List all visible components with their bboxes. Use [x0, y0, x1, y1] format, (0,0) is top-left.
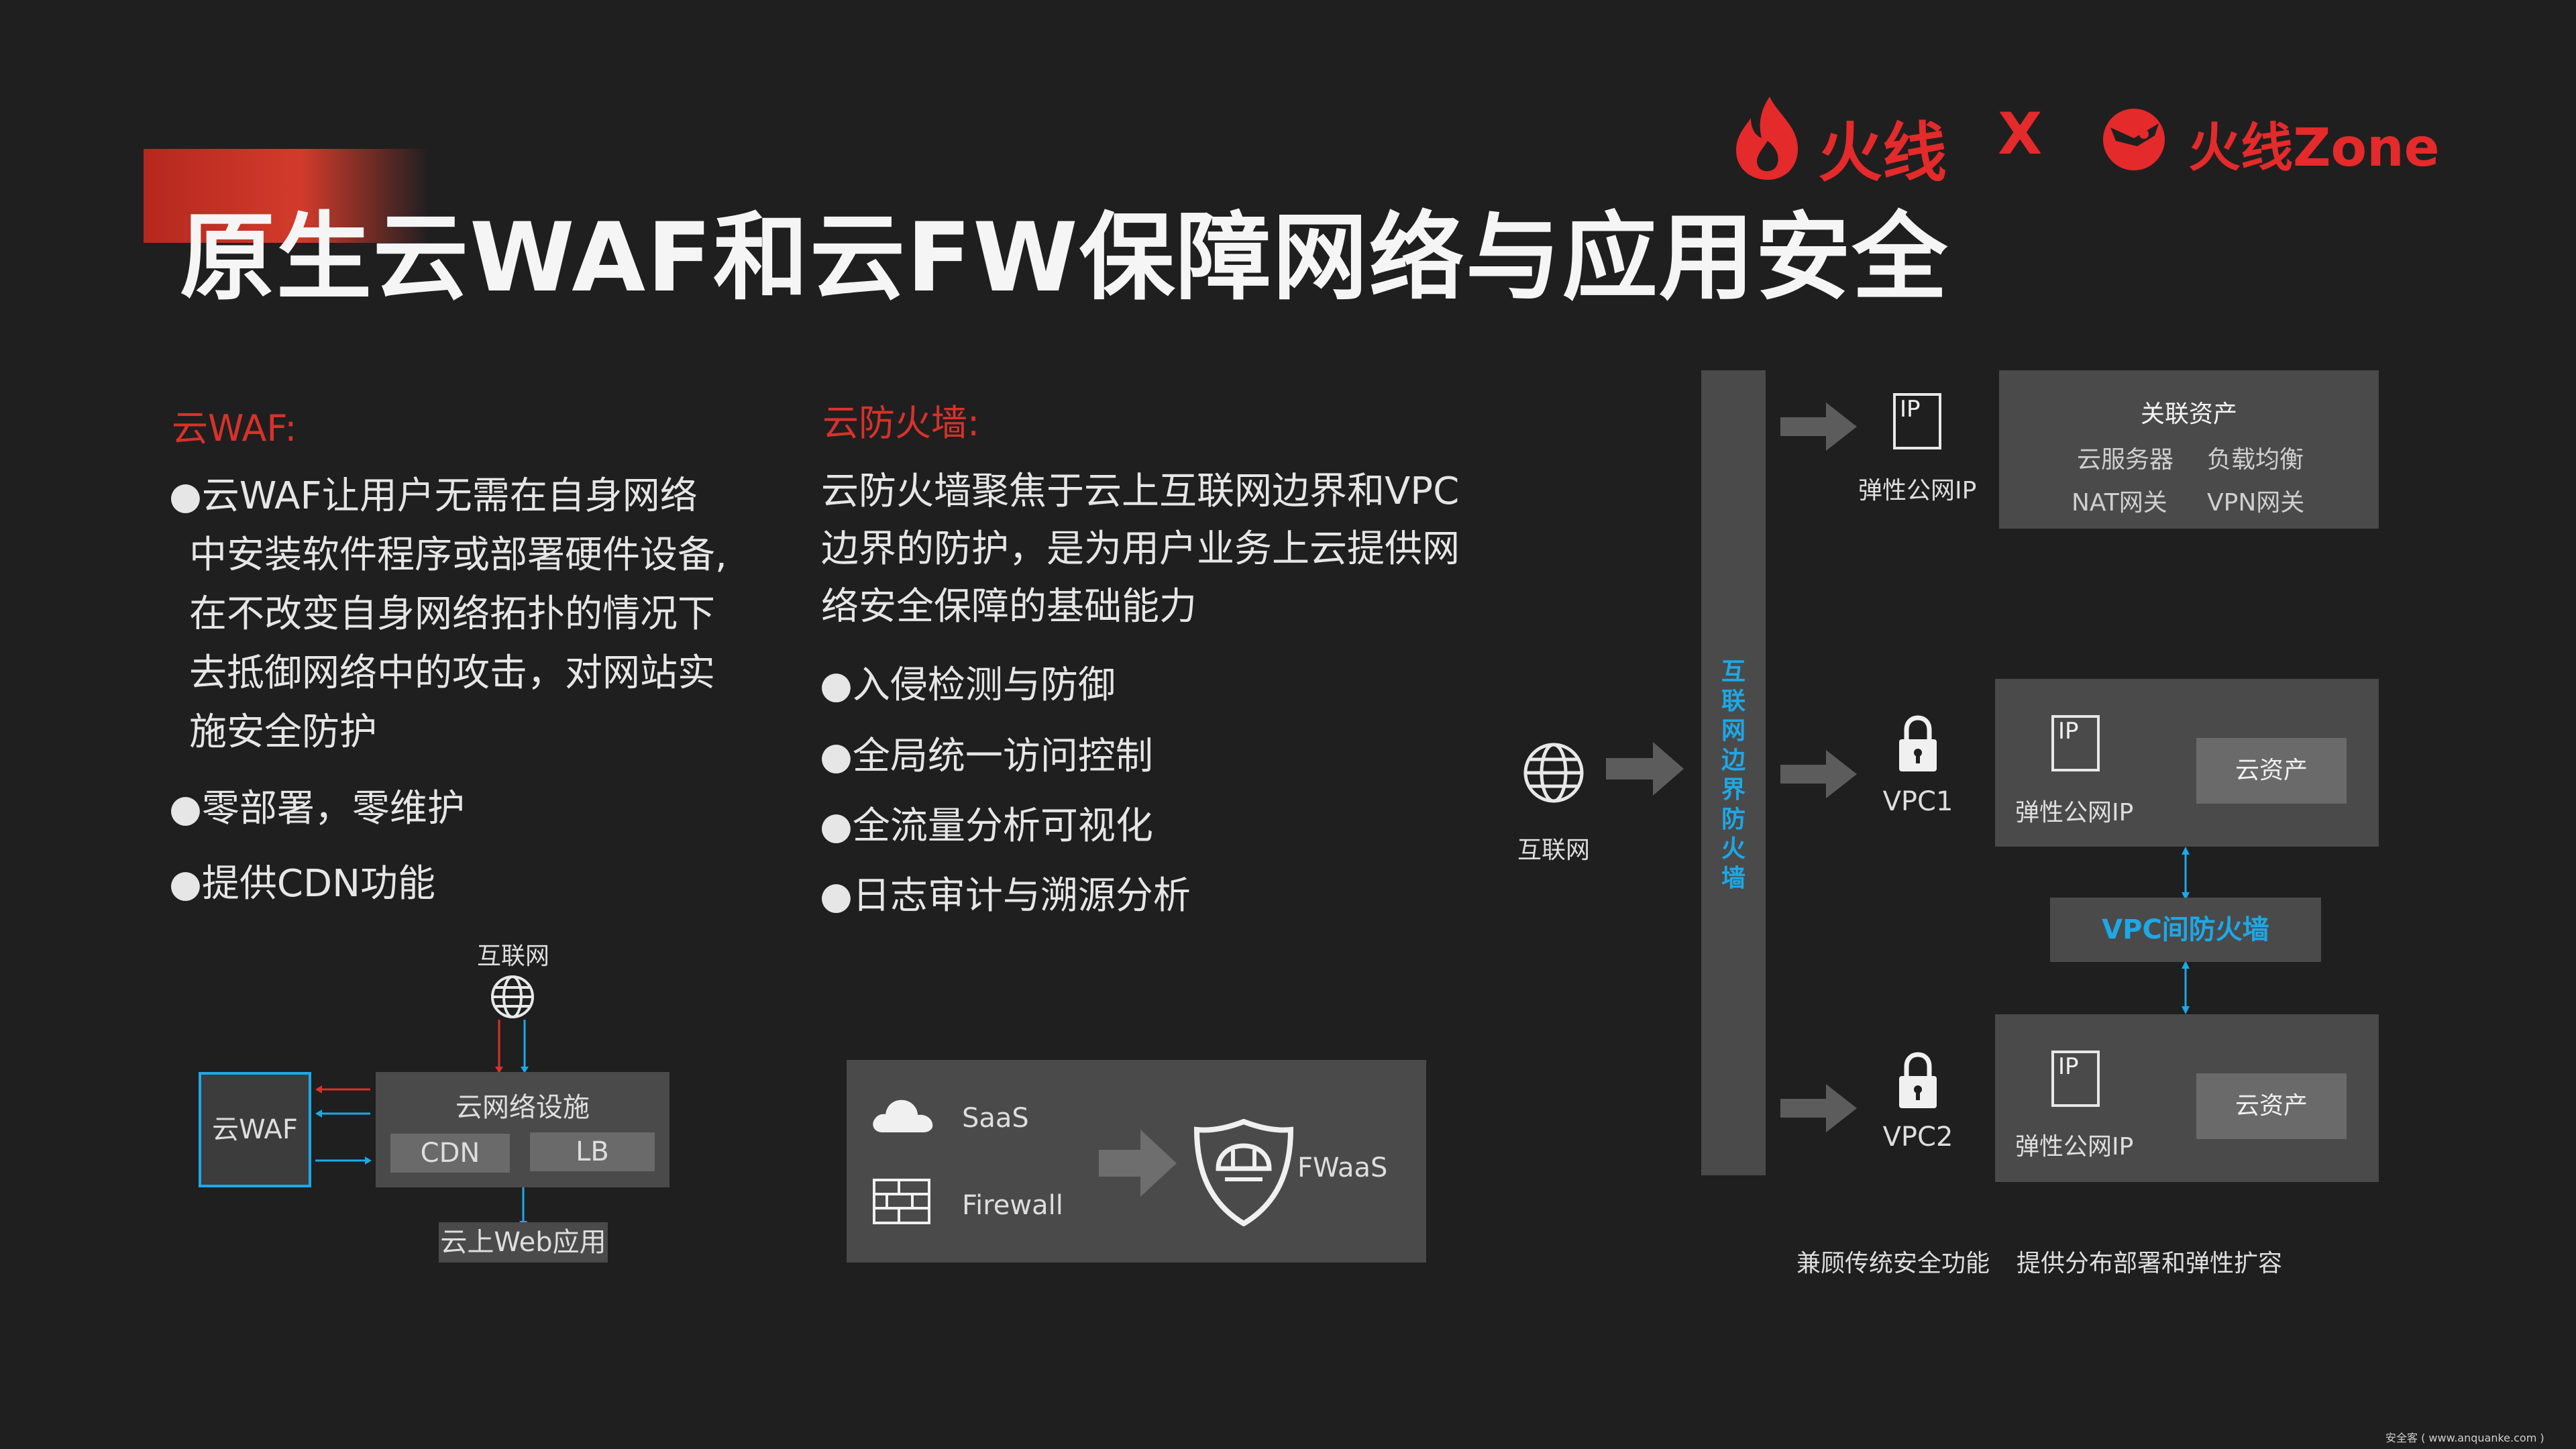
- ip-icon: IP: [2051, 715, 2100, 771]
- asset-nat: NAT网关: [2072, 489, 2167, 517]
- vpc-firewall-label: VPC间防火墙: [2102, 914, 2269, 945]
- watermark: 安全客 ( www.anquanke.com ): [2385, 1432, 2544, 1444]
- huoxianzone-logo: 火线Zone: [2097, 101, 2440, 181]
- fw-intro-line-3: 络安全保障的基础能力: [821, 585, 1197, 629]
- cdn-box: CDN: [390, 1134, 510, 1173]
- title-accent-bar: [144, 149, 429, 243]
- waf-heading: 云WAF:: [172, 407, 297, 449]
- footer-caption-1: 兼顾传统安全功能: [1796, 1250, 1990, 1277]
- waf-bullet1: ●云WAF让用户无需在自身网络 中安装软件程序或部署硬件设备, 在不改变自身网络…: [169, 467, 759, 762]
- firewall-label: Firewall: [962, 1190, 1063, 1221]
- arrow-right-icon: [1606, 742, 1684, 796]
- arrow-right-icon: [1780, 1084, 1857, 1132]
- vpc1-label: VPC1: [1882, 786, 1953, 817]
- logo-times: X: [1998, 101, 2043, 168]
- fw-intro-line-1: 云防火墙聚焦于云上互联网边界和VPC: [821, 470, 1460, 513]
- asset-cloud-server: 云服务器: [2077, 446, 2174, 474]
- fw-bullet-2: ●全局统一访问控制: [820, 735, 1153, 778]
- waf-line-5: 施安全防护: [189, 710, 377, 754]
- vpc2-label: VPC2: [1882, 1122, 1953, 1152]
- cloud-infra-box: 云网络设施 CDN LB: [376, 1072, 669, 1187]
- fw-bullet-4: ●日志审计与溯源分析: [820, 874, 1191, 918]
- waf-box: 云WAF: [199, 1072, 311, 1187]
- mascot-icon: [2103, 109, 2165, 170]
- cloud-icon: [873, 1099, 933, 1132]
- vpc2-box: IP 弹性公网IP 云资产: [1995, 1014, 2379, 1182]
- arch-globe-icon: [1523, 743, 1584, 803]
- fw-intro: 云防火墙聚焦于云上互联网边界和VPC 边界的防护，是为用户业务上云提供网 络安全…: [821, 463, 1492, 636]
- waf-bullet2: ●零部署，零维护: [169, 787, 465, 830]
- vpc1-cloud-asset: 云资产: [2196, 738, 2347, 804]
- fwaas-shield-icon: [1194, 1119, 1293, 1226]
- waf-line-2: 中安装软件程序或部署硬件设备,: [189, 533, 727, 577]
- ip-icon: IP: [1893, 393, 1941, 449]
- vpc-link-arrows: [2182, 847, 2190, 1014]
- waf-bullet3: ●提供CDN功能: [169, 862, 435, 906]
- arrow-right-icon: [1099, 1130, 1177, 1197]
- asset-vpn: VPN网关: [2207, 489, 2305, 517]
- brand1-text: 火线: [1818, 115, 1947, 191]
- vpc1-box: IP 弹性公网IP 云资产: [1995, 679, 2379, 847]
- fw-intro-line-2: 边界的防护，是为用户业务上云提供网: [821, 527, 1460, 571]
- fw-bullet-3: ●全流量分析可视化: [820, 804, 1153, 848]
- lock-icon: [1899, 1052, 1937, 1108]
- internet-border-firewall: 互 联 网 边 界 防 火 墙: [1701, 370, 1766, 1175]
- asset-lb: 负载均衡: [2207, 446, 2304, 474]
- waf-line-3: 在不改变自身网络拓扑的情况下: [189, 592, 715, 636]
- waf-diagram-internet-label: 互联网: [476, 943, 549, 970]
- lb-box: LB: [530, 1132, 655, 1171]
- eip-label-vpc1: 弹性公网IP: [2015, 799, 2134, 826]
- vpc-firewall-box: VPC间防火墙: [2050, 898, 2321, 962]
- huoxian-logo: 火线: [1731, 94, 1952, 191]
- arrow-right-icon: [1780, 750, 1857, 798]
- cloud-infra-label: 云网络设施: [455, 1092, 590, 1123]
- border-fw-label: 互 联 网 边 界 防 火 墙: [1721, 658, 1746, 892]
- assets-title: 关联资产: [2140, 400, 2237, 428]
- waf-line-4: 去抵御网络中的攻击，对网站实: [189, 651, 715, 695]
- globe-icon: [491, 975, 534, 1018]
- fw-heading: 云防火墙:: [822, 402, 980, 444]
- flame-icon: [1736, 97, 1798, 180]
- brand2-text: 火线Zone: [2188, 118, 2440, 178]
- page-title: 原生云WAF和云FW保障网络与应用安全: [180, 203, 1949, 313]
- saas-label: SaaS: [962, 1103, 1029, 1134]
- waf-box-label: 云WAF: [212, 1114, 298, 1145]
- eip-label-top: 弹性公网IP: [1858, 477, 1977, 504]
- web-app-box: 云上Web应用: [439, 1222, 608, 1263]
- eip-label-vpc2: 弹性公网IP: [2015, 1133, 2134, 1161]
- firewall-icon: [873, 1179, 930, 1224]
- arch-internet-label: 互联网: [1517, 837, 1590, 864]
- fw-bullet-1: ●入侵检测与防御: [820, 663, 1116, 707]
- fwaas-label: FWaaS: [1297, 1152, 1388, 1183]
- fwaas-box: SaaS Firewall FWaaS: [847, 1060, 1426, 1263]
- lock-icon: [1899, 715, 1937, 771]
- vpc2-cloud-asset: 云资产: [2196, 1073, 2347, 1139]
- footer-caption-2: 提供分布部署和弹性扩容: [2017, 1250, 2283, 1277]
- waf-line-1: ●云WAF让用户无需在自身网络: [169, 474, 698, 518]
- arrow-right-icon: [1780, 402, 1857, 451]
- assets-box: 关联资产 云服务器 负载均衡 NAT网关 VPN网关: [1999, 370, 2379, 529]
- ip-icon: IP: [2051, 1051, 2100, 1107]
